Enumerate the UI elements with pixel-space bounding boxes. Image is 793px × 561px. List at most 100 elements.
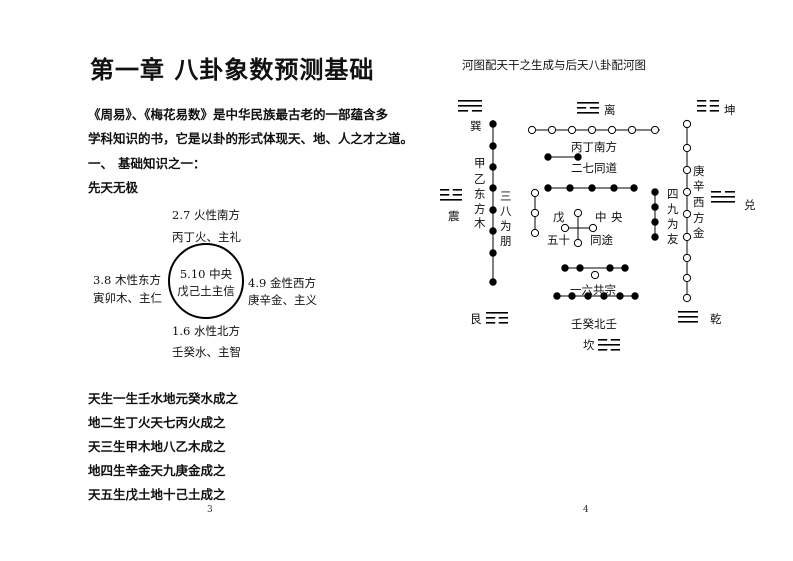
- right-inner-dot: [651, 233, 659, 241]
- xun-trigram-icon: [458, 100, 482, 112]
- left-inner-dot: [530, 188, 540, 198]
- left-col-3: 东: [474, 187, 486, 201]
- kun-trigram-icon: [697, 100, 719, 112]
- left-col-2: 乙: [474, 172, 486, 186]
- left-inner-2: 八: [500, 204, 512, 218]
- center-line-2: 戊己土主信: [177, 284, 235, 298]
- cross-dot: [573, 238, 583, 248]
- left-inner-4: 朋: [500, 234, 512, 248]
- cross-dot: [588, 223, 598, 233]
- chapter-title: 第一章 八卦象数预测基础: [90, 56, 375, 84]
- south-line-1: 2.7 火性南方: [172, 208, 240, 222]
- left-inner-dot: [530, 208, 540, 218]
- section-number: 一、: [88, 156, 114, 171]
- right-inner-dot: [651, 188, 659, 196]
- zhen-trigram-icon: [440, 189, 462, 201]
- saying-4: 地四生辛金天九庚金成之: [88, 463, 226, 478]
- right-dot: [682, 143, 692, 153]
- top-dot: [607, 125, 617, 135]
- dui-trigram-icon: [711, 191, 735, 203]
- trigram-gen-label: 艮: [470, 312, 482, 326]
- top-dot: [567, 125, 577, 135]
- trigram-zhen-label: 震: [448, 209, 460, 223]
- bottom-outer-dot: [568, 292, 576, 300]
- east-line-2: 寅卯木、主仁: [93, 291, 162, 305]
- west-line-2: 庚辛金、主义: [248, 293, 317, 307]
- right-inner-2: 九: [667, 202, 679, 216]
- gen-trigram-icon: [486, 312, 508, 324]
- left-dot: [489, 278, 497, 286]
- north-line-2: 壬癸水、主智: [172, 345, 241, 359]
- right-inner-dot: [651, 203, 659, 211]
- saying-5: 天五生戊土地十己土成之: [88, 487, 226, 502]
- trigram-li-label: 离: [604, 103, 616, 117]
- right-dot: [682, 165, 692, 175]
- center-dot: [588, 184, 596, 192]
- right-page-title: 河图配天干之生成与后天八卦配河图: [462, 58, 646, 72]
- top-text-1: 丙丁南方: [571, 140, 617, 154]
- bottom-text-2: 壬癸北壬: [571, 317, 617, 331]
- cross-dot: [573, 208, 583, 218]
- right-dot: [682, 293, 692, 303]
- top-text-2: 二七同道: [571, 161, 617, 175]
- intro-line-2: 学科知识的书，它是以卦的形式体现天、地、人之才之道。: [88, 131, 414, 146]
- right-col-3: 西: [693, 195, 705, 209]
- subsection-title: 先天无极: [88, 180, 139, 195]
- right-dot: [682, 253, 692, 263]
- east-line-1: 3.8 木性东方: [93, 273, 161, 287]
- bottom-outer-dot: [600, 292, 608, 300]
- li-trigram-icon: [577, 102, 599, 114]
- center-dot: [630, 184, 638, 192]
- bottom-outer-dot: [584, 292, 592, 300]
- center-wu: 戊: [553, 210, 565, 224]
- top-dot: [650, 125, 660, 135]
- bottom-outer-dot: [553, 292, 561, 300]
- trigram-kun-label: 坤: [724, 103, 736, 117]
- bottom-text-1: 一六共宗: [570, 283, 616, 297]
- intro-line-1: 《周易》、《梅花易数》是中华民族最古老的一部蕴含多: [88, 107, 389, 122]
- left-inner-dot: [530, 228, 540, 238]
- left-col-5: 木: [474, 216, 486, 230]
- left-col-1: 甲: [474, 156, 486, 170]
- center-dot: [566, 184, 574, 192]
- top-dot: [627, 125, 637, 135]
- page-number-left: 3: [207, 505, 213, 515]
- right-dot: [682, 273, 692, 283]
- right-inner-3: 为: [667, 217, 679, 231]
- left-dot: [489, 163, 497, 171]
- cross-dot: [560, 223, 570, 233]
- center-line-1: 5.10 中央: [179, 267, 233, 281]
- bottom-inner-dot: [606, 264, 614, 272]
- trigram-dui-label: 兑: [744, 198, 756, 212]
- center-dot: [610, 184, 618, 192]
- right-inner-4: 友: [667, 232, 679, 246]
- bottom-outer-dot: [616, 292, 624, 300]
- top-inner-dot: [544, 153, 552, 161]
- right-col-1: 庚: [693, 164, 705, 178]
- right-dot: [682, 232, 692, 242]
- left-dot: [489, 206, 497, 214]
- kan-trigram-icon: [598, 339, 620, 351]
- bottom-inner-dot: [590, 270, 600, 280]
- center-dot: [544, 184, 552, 192]
- bottom-inner-dot: [561, 264, 569, 272]
- left-inner-1: 三: [500, 189, 512, 203]
- left-col-4: 方: [474, 202, 486, 216]
- north-line-1: 1.6 水性北方: [172, 324, 240, 338]
- left-dot: [489, 249, 497, 257]
- right-dot: [682, 187, 692, 197]
- west-line-1: 4.9 金性西方: [248, 276, 316, 290]
- top-inner-dot: [574, 153, 582, 161]
- left-dot: [489, 227, 497, 235]
- trigram-xun-label: 巽: [470, 119, 482, 133]
- right-col-5: 金: [693, 226, 705, 240]
- trigram-qian-label: 乾: [710, 312, 722, 326]
- saying-3: 天三生甲木地八乙木成之: [88, 439, 226, 454]
- left-inner-3: 为: [500, 219, 512, 233]
- top-dot: [527, 125, 537, 135]
- right-dot: [682, 209, 692, 219]
- trigram-kan-label: 坎: [583, 338, 595, 352]
- center-tongtu: 同途: [590, 233, 613, 247]
- left-dot: [489, 120, 497, 128]
